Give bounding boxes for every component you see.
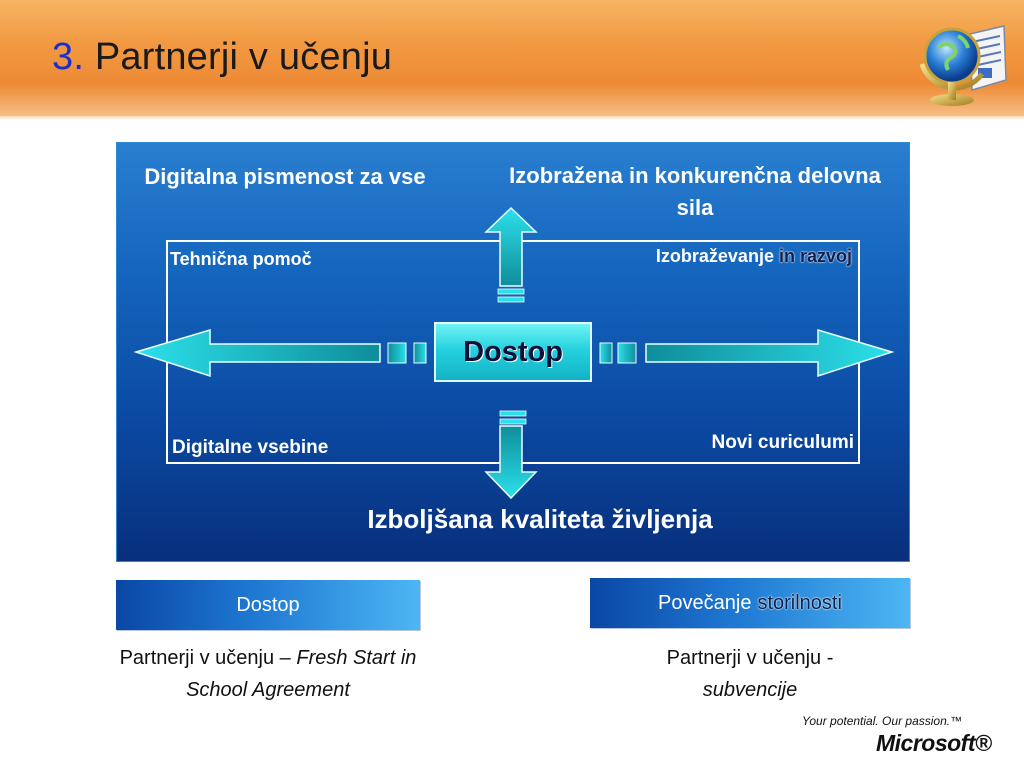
- slide-header: [0, 0, 1024, 120]
- arrow-right-block-1: [617, 342, 637, 364]
- arrow-down-bar-1: [499, 410, 527, 417]
- title-text: Partnerji v učenju: [94, 36, 393, 78]
- arrow-up: [484, 206, 538, 287]
- slide-title: 3. Partnerji v učenju: [52, 36, 392, 79]
- tab-productivity-highlight: storilnosti: [757, 591, 842, 614]
- arrow-down-bar-2: [499, 418, 527, 425]
- caption-subsidies-plain: Partnerji v učenju -: [666, 647, 834, 669]
- arrow-up-bar-2: [497, 296, 525, 303]
- label-digital-content: Digitalne vsebine: [172, 437, 329, 458]
- arrow-left: [133, 328, 381, 378]
- arrow-right: [645, 328, 895, 378]
- tab-access: Dostop: [116, 580, 420, 630]
- label-education-development: Izobraževanje in razvoj: [560, 246, 852, 267]
- slogan: Your potential. Our passion.™: [802, 714, 963, 728]
- title-number: 3.: [52, 36, 85, 78]
- arrow-left-block-2: [413, 342, 427, 364]
- globe-book-icon: [919, 25, 1007, 106]
- caption-fresh-start-italic: Fresh Start in School Agreement: [186, 647, 417, 701]
- label-education-plain: Izobraževanje: [655, 246, 774, 266]
- center-access-box: Dostop: [434, 322, 592, 382]
- caption-fresh-start-plain: Partnerji v učenju –: [119, 647, 291, 669]
- microsoft-logo: Microsoft®: [876, 730, 992, 756]
- caption-fresh-start: Partnerji v učenju – Fresh Start in Scho…: [108, 642, 428, 706]
- arrow-up-bar-1: [497, 288, 525, 295]
- label-new-curricula: Novi curiculumi: [711, 432, 854, 453]
- label-digital-literacy: Digitalna pismenost za vse: [144, 164, 426, 189]
- label-technical-support: Tehnična pomoč: [170, 249, 312, 269]
- caption-subsidies: Partnerji v učenju - subvencije: [590, 642, 910, 706]
- arrow-right-block-2: [599, 342, 613, 364]
- label-education-highlight: in razvoj: [778, 246, 852, 266]
- label-quality-of-life: Izboljšana kvaliteta življenja: [367, 504, 713, 534]
- label-educated-workforce: Izobražena in konkurenčna delovna sila: [509, 163, 881, 220]
- caption-subsidies-italic: subvencije: [702, 679, 798, 701]
- arrow-down: [484, 425, 538, 500]
- tab-productivity-plain: Povečanje: [658, 591, 752, 614]
- arrow-left-block-1: [387, 342, 407, 364]
